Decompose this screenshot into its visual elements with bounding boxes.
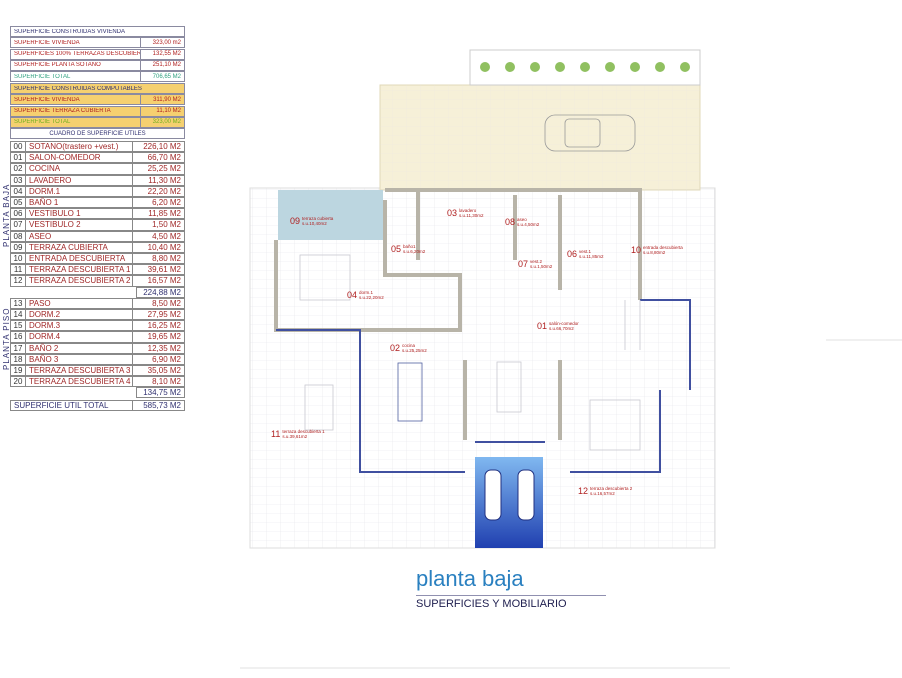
driveway-pattern xyxy=(380,85,700,190)
pool-step-right xyxy=(517,469,535,521)
construidas-header: SUPERFICIE CONSTRUIDAS VIVIENDA xyxy=(10,26,185,37)
furniture xyxy=(299,254,641,451)
covered-terrace xyxy=(278,190,383,240)
computables-header: SUPERFICIE CONSTRUIDAS COMPUTABLES xyxy=(10,83,185,94)
pool-step-left xyxy=(484,469,502,521)
planta-baja-label: PLANTA BAJA xyxy=(2,183,11,248)
utiles-header: CUADRO DE SUPERFICIE UTILES xyxy=(10,128,185,140)
planta-piso-total: 134,75 M2 xyxy=(136,387,185,399)
planta-baja-total: 224,88 M2 xyxy=(136,286,185,298)
car-icon xyxy=(544,114,636,152)
glass-walls xyxy=(276,299,691,473)
plan-subtitle: SUPERFICIES Y MOBILIARIO xyxy=(416,598,567,610)
title-underline xyxy=(416,595,606,596)
planta-piso-label: PLANTA PISO xyxy=(2,307,11,370)
plan-title: planta baja xyxy=(416,566,524,591)
hedge-plants xyxy=(480,62,690,72)
